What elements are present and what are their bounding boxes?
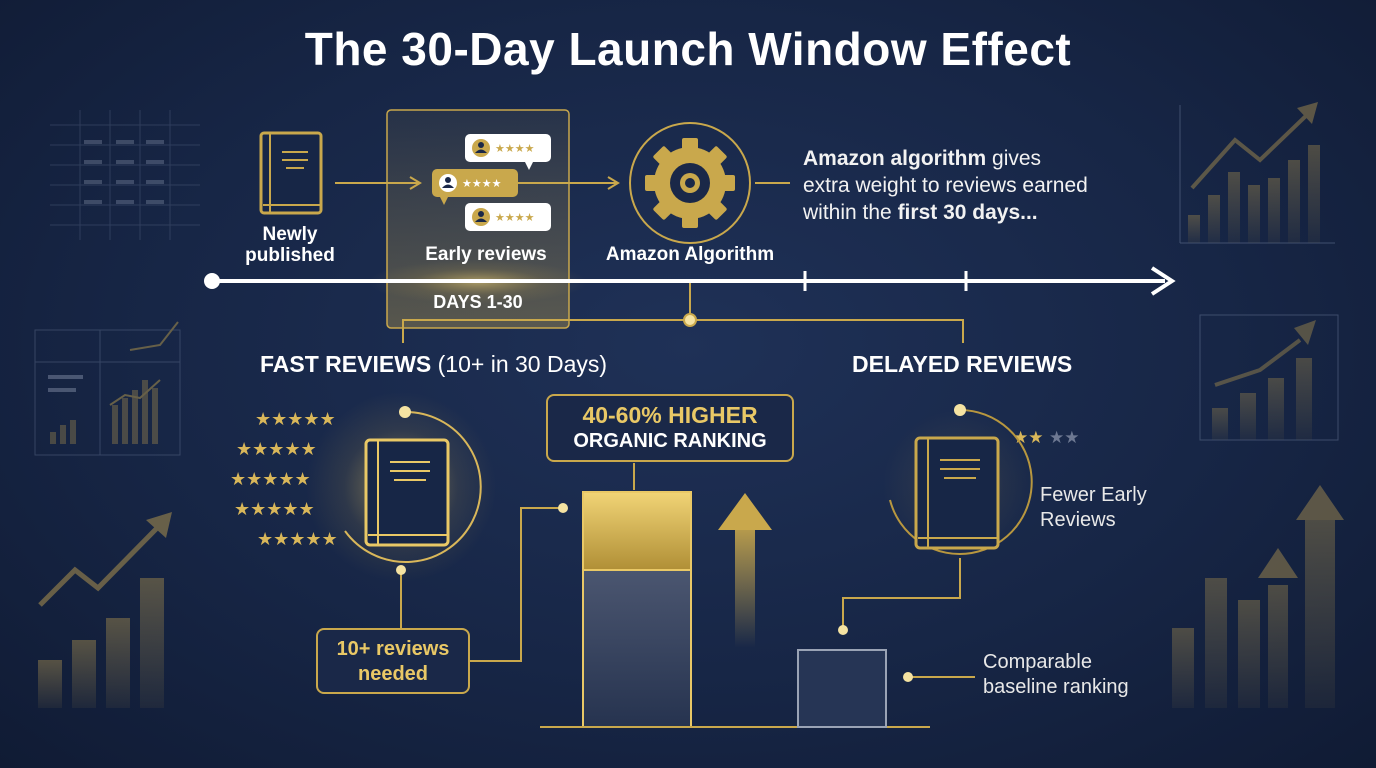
background-chart-right-mid — [1199, 314, 1339, 441]
newly-published-label: Newly published — [245, 224, 335, 266]
needed-line1: 10+ reviews — [336, 638, 450, 660]
page-title: The 30-Day Launch Window Effect — [304, 23, 1072, 75]
algo-text-2: extra weight to reviews earned — [803, 174, 1088, 197]
fewer-early-reviews-label: Fewer Early Reviews — [1040, 484, 1147, 531]
background-mini-chart-left — [34, 321, 181, 456]
fast-reviews-heading: FAST REVIEWS (10+ in 30 Days) — [260, 351, 607, 378]
fast-heading-light: (10+ in 30 Days) — [431, 351, 608, 377]
background-chart-right-top — [1179, 102, 1335, 244]
days-range-label: DAYS 1-30 — [433, 292, 523, 312]
fast-ranking-bar — [582, 490, 692, 728]
arrow-up-icon — [718, 493, 772, 648]
background-rising-chart-left — [38, 512, 172, 708]
algo-text-3: within the — [803, 201, 898, 224]
review-card-icon: ★★★★ — [465, 203, 551, 231]
reviews-needed-box: 10+ reviews needed — [316, 628, 470, 694]
callout-line2: ORGANIC RANKING — [573, 430, 767, 452]
delayed-book-icon — [883, 404, 1033, 560]
svg-text:★★★★★: ★★★★★ — [234, 499, 315, 520]
svg-text:★★★★★: ★★★★★ — [255, 409, 336, 430]
gear-icon — [629, 122, 751, 244]
review-card-icon: ★★★★ — [432, 169, 518, 205]
flow-arrows — [335, 176, 790, 190]
timeline-arrow — [204, 266, 1176, 296]
star-rating-rows: ★★★★★ ★★★★★ ★★★★★ ★★★★★ ★★★★★ — [230, 409, 338, 550]
glowing-book-icon — [306, 392, 496, 582]
svg-text:★★★★★: ★★★★★ — [257, 529, 338, 550]
background-grid-decoration — [50, 110, 200, 240]
review-card-icon: ★★★★ — [465, 134, 551, 170]
fast-heading-bold: FAST REVIEWS — [260, 351, 432, 377]
needed-line2: needed — [357, 663, 429, 685]
comparable-baseline-label: Comparable baseline ranking — [983, 651, 1129, 698]
svg-text:★★★★★: ★★★★★ — [236, 439, 317, 460]
algo-text-1: gives — [986, 147, 1042, 170]
algo-text-bold2: first 30 days... — [897, 201, 1038, 224]
ranking-callout: 40-60% HIGHER ORGANIC RANKING — [546, 394, 794, 462]
delayed-reviews-heading: DELAYED REVIEWS — [852, 351, 1073, 377]
svg-text:★★★★: ★★★★ — [495, 142, 535, 155]
early-reviews-label: Early reviews — [425, 244, 547, 265]
book-icon — [259, 131, 323, 215]
algo-text-bold1: Amazon algorithm — [803, 147, 987, 170]
delayed-ranking-bar — [797, 649, 887, 728]
svg-text:★★★★: ★★★★ — [462, 177, 502, 190]
svg-text:★★: ★★ — [1049, 428, 1079, 448]
callout-line1: 40-60% HIGHER — [582, 402, 758, 428]
algorithm-description: Amazon algorithm gives extra weight to r… — [803, 145, 1223, 226]
svg-text:★★★★: ★★★★ — [495, 211, 535, 224]
amazon-algorithm-label: Amazon Algorithm — [605, 244, 775, 265]
svg-text:★★★★★: ★★★★★ — [230, 469, 311, 490]
background-chart-right-bottom — [1172, 485, 1344, 708]
delayed-star-rating: ★★ ★★ — [1013, 428, 1079, 448]
needed-connector — [470, 507, 563, 662]
